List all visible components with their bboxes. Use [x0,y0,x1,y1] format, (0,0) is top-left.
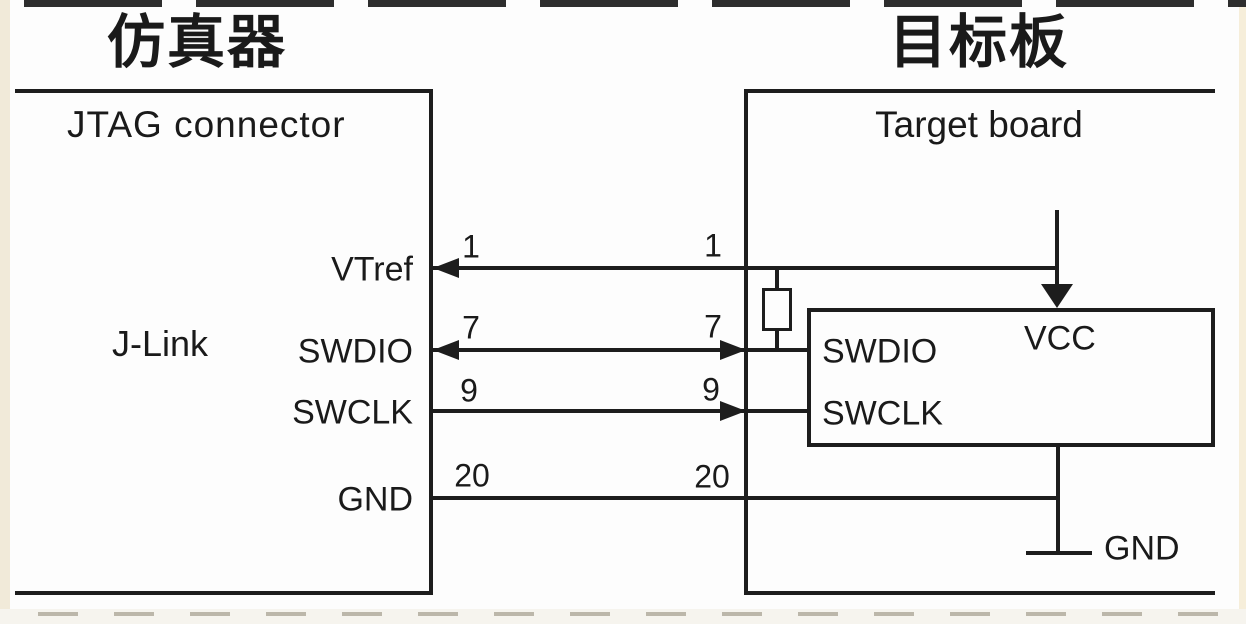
vcc-arrowhead-down [1041,284,1073,308]
chip-pin-swclk-label: SWCLK [822,394,943,433]
target-title: 目标板 [888,10,1070,75]
pin9-number-left: 9 [460,372,478,409]
ground-bar [1026,551,1092,555]
top-crop-marks [24,0,1246,7]
pin20-number-right: 20 [694,458,730,495]
swclk-arrowhead-right [720,401,746,421]
pin9-number-right: 9 [702,371,720,408]
chip-pin-swdio-label: SWDIO [822,332,938,371]
pin7-number-left: 7 [462,309,480,346]
pin1-number-right: 1 [704,227,722,264]
swclk-wire [433,409,807,413]
vtref-arrowhead-left [433,258,459,278]
pin-label-gnd: GND [337,480,413,519]
target-box-label: Target board [875,104,1083,145]
pin7-number-right: 7 [704,308,722,345]
swdio-arrowhead-left [433,340,459,360]
pin-label-swclk: SWCLK [292,393,413,432]
emulator-box [15,89,433,595]
ground-label: GND [1104,529,1180,568]
target-board-box [744,89,1215,595]
gnd-wire [433,496,1060,500]
emulator-box-label: JTAG connector [67,104,346,145]
left-margin-strip [0,0,10,624]
chip-vcc-label: VCC [1024,319,1096,358]
emulator-title: 仿真器 [106,10,288,75]
pin-label-vtref: VTref [331,250,413,289]
right-margin-strip [1239,0,1246,624]
bottom-crop-marks [38,612,1218,616]
vcc-supply-wire [1055,210,1059,286]
vtref-wire [433,266,1059,270]
resistor-top-lead [775,266,779,290]
pin-label-swdio: SWDIO [297,332,413,371]
pullup-resistor [762,288,792,331]
ground-lead-wire [1056,447,1060,554]
jlink-label: J-Link [112,323,209,364]
target-chip-box [807,308,1215,447]
resistor-bottom-lead [775,329,779,352]
pin1-number-left: 1 [462,228,480,265]
swdio-arrowhead-right [720,340,746,360]
pin20-number-left: 20 [454,457,490,494]
swdio-wire [433,348,807,352]
